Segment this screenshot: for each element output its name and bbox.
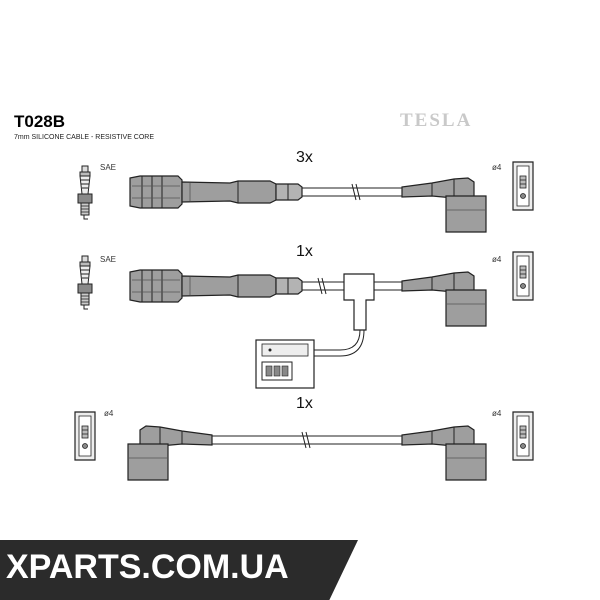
angled-boot-icon (127, 425, 213, 481)
straight-boot-icon (129, 269, 303, 303)
right-label: ø4 (492, 409, 502, 418)
cable-row-2: SAE 1x ø4 (77, 243, 534, 389)
straight-boot-icon (129, 175, 303, 209)
sensor-connector-icon (255, 339, 315, 389)
angled-boot-icon (401, 425, 487, 481)
cable-row-1: SAE 3x ø4 (77, 149, 534, 233)
brand-logo: TESLA (400, 110, 472, 131)
terminal-cap-icon (512, 411, 534, 461)
terminal-cap-icon (512, 161, 534, 211)
angled-boot-icon (401, 271, 487, 327)
quantity-label: 1x (296, 243, 313, 260)
quantity-label: 3x (296, 149, 313, 166)
part-code: T028B (14, 112, 65, 131)
terminal-cap-icon (74, 411, 96, 461)
watermark-text: XPARTS.COM.UA (6, 548, 289, 586)
left-label: SAE (100, 163, 116, 172)
spark-plug-icon (77, 165, 93, 220)
left-label: SAE (100, 255, 116, 264)
terminal-cap-icon (512, 251, 534, 301)
cable-description: 7mm SILICONE CABLE - RESISTIVE CORE (14, 134, 154, 141)
left-label: ø4 (104, 409, 114, 418)
watermark-banner (0, 540, 358, 600)
quantity-label: 1x (296, 395, 313, 412)
right-label: ø4 (492, 163, 502, 172)
right-label: ø4 (492, 255, 502, 264)
angled-boot-icon (401, 177, 487, 233)
cable-row-3: ø4 1x ø4 (74, 395, 534, 481)
spark-plug-icon (77, 255, 93, 310)
